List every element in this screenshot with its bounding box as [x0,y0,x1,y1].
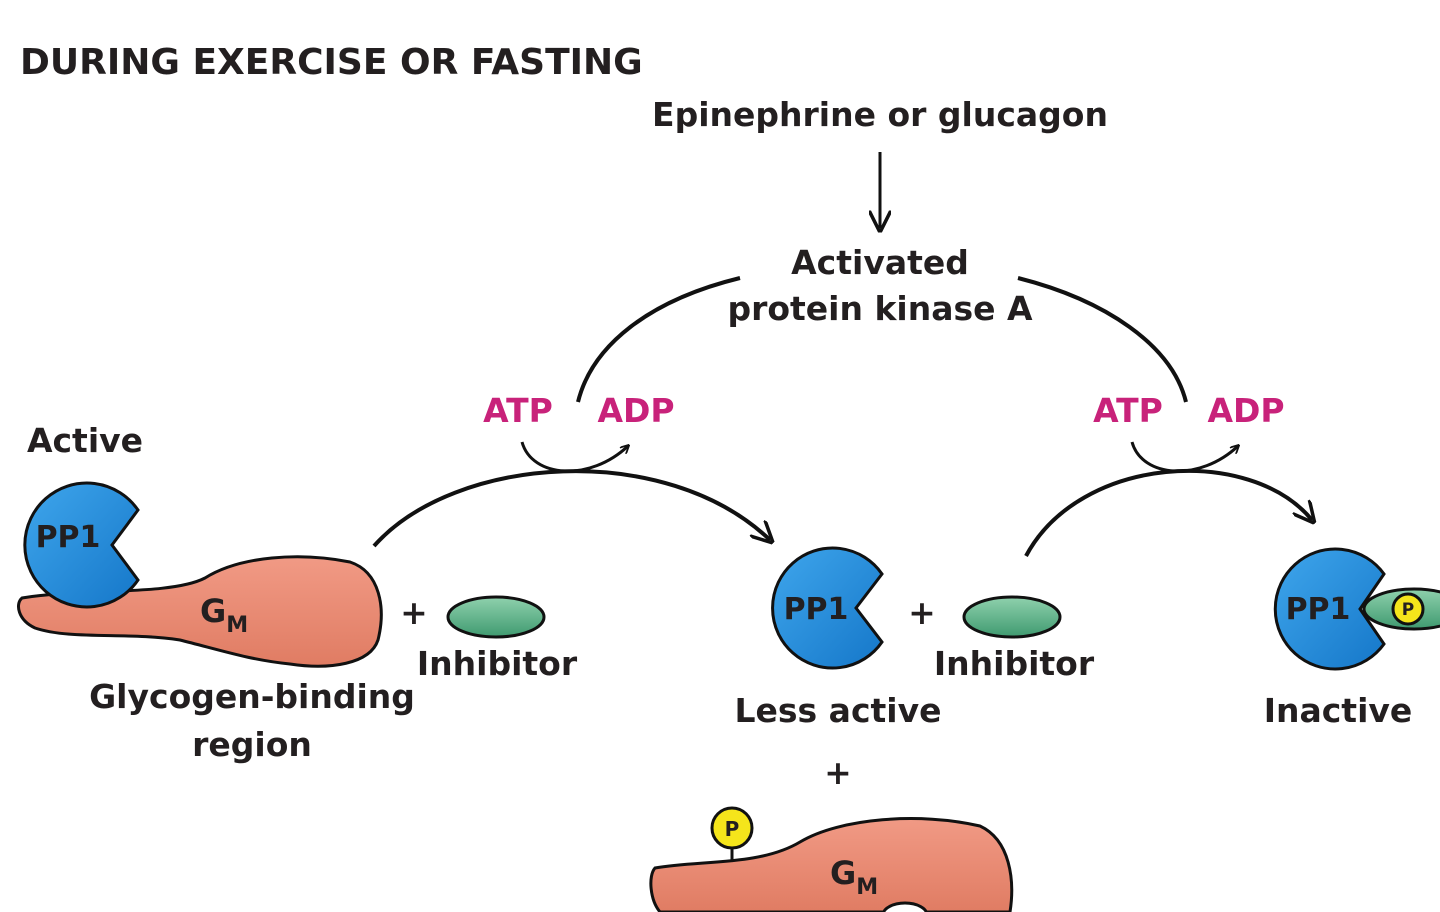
reaction-arrow-2 [1024,468,1312,557]
diagram-title: DURING EXERCISE OR FASTING [20,42,643,83]
gm-label-left: GM [200,592,248,638]
region-label-line1: Glycogen-binding [89,677,415,716]
atp-label-left: ATP [483,391,553,430]
pp1-inactive [1273,547,1386,671]
region-label-line2: region [192,725,312,764]
plus-sign-1: + [400,593,428,632]
inhibitor-label-left: Inhibitor [417,644,578,683]
phosphate-inhibitor [1391,592,1425,626]
kinase-arc-left [576,276,741,403]
pp1-label-active: PP1 [36,520,101,555]
atp-adp-arrow-right [1130,441,1238,473]
state-label-inactive: Inactive [1264,691,1413,730]
adp-label-left: ADP [597,391,674,430]
pp1-less-active [771,546,884,670]
phosphate-label-gm: P [725,817,740,841]
kinase-arc-right [1017,276,1188,403]
gm-label-phosphorylated: GM [830,854,878,900]
atp-adp-arrow-left [520,441,628,473]
phosphate-gm [710,806,754,850]
state-label-less-active: Less active [735,691,942,730]
plus-sign-3: + [824,753,852,792]
pp1-label-inactive: PP1 [1286,592,1351,627]
inhibitor-label-middle: Inhibitor [934,644,1095,683]
adp-label-right: ADP [1207,391,1284,430]
gm-protein-left [17,555,383,668]
inhibitor-left [446,595,546,639]
atp-label-right: ATP [1093,391,1163,430]
phosphate-label-inhibitor: P [1402,600,1414,620]
plus-sign-2: + [908,593,936,632]
kinase-label-line1: Activated [791,243,969,282]
pp1-label-less-active: PP1 [784,592,849,627]
signal-label: Epinephrine or glucagon [652,95,1108,134]
pp1-active [23,481,140,609]
state-label-active: Active [27,421,143,460]
inhibitor-middle [962,595,1062,639]
reaction-arrow-1 [372,469,770,548]
kinase-label-line2: protein kinase A [727,289,1033,328]
